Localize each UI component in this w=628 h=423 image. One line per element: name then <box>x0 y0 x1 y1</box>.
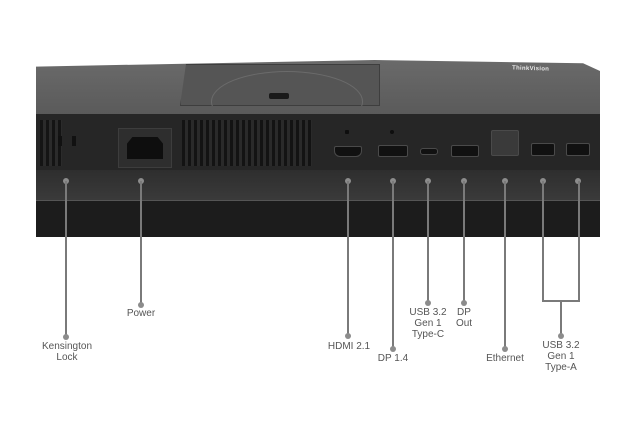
dp-out-port <box>451 145 479 157</box>
stand-release-knob <box>269 93 289 99</box>
dp-out-callout-line <box>463 181 465 303</box>
vent-grille-left <box>40 120 62 166</box>
usb-a-dot-bottom <box>558 333 564 339</box>
usb-c-callout-line <box>427 181 429 303</box>
power-label: Power <box>126 308 156 319</box>
dp-in-port <box>378 145 408 157</box>
hdmi-indicator-icon <box>345 130 349 134</box>
dp-out-dot-bottom <box>461 300 467 306</box>
brand-logo: ThinkVision <box>511 65 550 73</box>
ethernet-port <box>491 130 519 156</box>
usb-a-label: USB 3.2 Gen 1 Type-A <box>542 340 580 373</box>
vent-grille <box>182 120 312 166</box>
usb-a-port-2 <box>566 143 590 156</box>
port-label-strip <box>36 170 600 200</box>
usb-a-port-1 <box>531 143 555 156</box>
usb-c-label: USB 3.2 Gen 1 Type-C <box>409 307 447 340</box>
kensington-callout-line <box>65 181 67 337</box>
kensington-slot <box>58 136 78 146</box>
hdmi-label: HDMI 2.1 <box>327 341 371 352</box>
usb-c-dot-bottom <box>425 300 431 306</box>
kensington-lock-label: Kensington Lock <box>41 341 93 363</box>
dp-in-callout-line <box>392 181 394 349</box>
usb-a-callout-bracket <box>542 181 580 302</box>
ethernet-callout-line <box>504 181 506 349</box>
dp-in-label: DP 1.4 <box>377 353 409 364</box>
ethernet-dot-bottom <box>502 346 508 352</box>
dp-out-label: DP Out <box>455 307 473 329</box>
hdmi-port <box>334 146 362 157</box>
stand-mount-plate <box>180 64 380 106</box>
dp-in-dot-bottom <box>390 346 396 352</box>
usb-a-callout-line <box>560 301 562 336</box>
ethernet-label: Ethernet <box>486 353 524 364</box>
power-port <box>118 128 172 168</box>
kensington-dot-bottom <box>63 334 69 340</box>
hdmi-callout-line <box>347 181 349 336</box>
power-socket-icon <box>127 137 163 159</box>
usb-c-port <box>420 148 438 155</box>
bottom-bezel <box>36 200 600 237</box>
hdmi-dot-bottom <box>345 333 351 339</box>
power-dot-bottom <box>138 302 144 308</box>
power-callout-line <box>140 181 142 305</box>
dp-indicator-icon <box>390 130 394 134</box>
